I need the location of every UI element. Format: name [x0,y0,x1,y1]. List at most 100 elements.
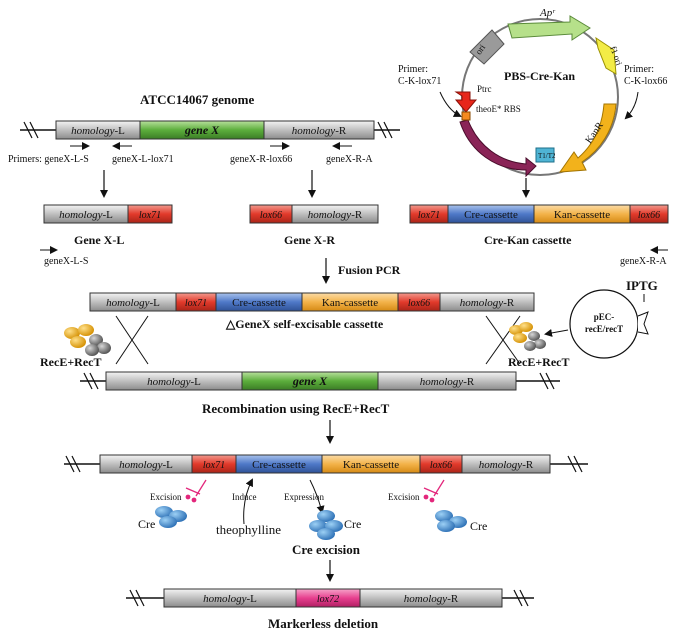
svg-text:homology-R: homology-R [479,459,534,471]
excision-label-right: Excision [388,492,420,502]
genex-l-s-label: geneX-L-S [44,256,88,267]
primer-left-line1: Primer: [398,64,428,75]
rec-proteins-left [64,324,111,356]
svg-text:gene X: gene X [292,374,328,388]
svg-text:lox66: lox66 [430,460,452,471]
lox71-label: lox71 [139,210,161,221]
cre-protein-center [309,510,343,540]
rec-proteins-right [509,322,546,351]
svg-text:Kan-cassette: Kan-cassette [554,209,610,221]
genome-title: ATCC14067 genome [140,92,254,107]
arrow-induce [243,478,253,525]
pec-label-1: pEC- [594,312,615,322]
primer-right-arrow [624,91,639,120]
target-genome: homology-L gene X homology-R [80,371,560,391]
markerless-construct: homology-L lox72 homology-R [126,588,534,608]
genex-r-title: Gene X-R [284,233,335,247]
expression-label: Expression [284,492,324,502]
kanr-feature [558,103,617,173]
f1-ori-feature [595,36,617,75]
break-mark [23,121,39,139]
svg-text:lox71: lox71 [418,210,440,221]
ap-resistance-feature [507,15,591,41]
cre-protein-right [435,510,467,532]
homology-r-label: homology-R [292,125,347,137]
svg-text:Kan-cassette: Kan-cassette [322,297,378,309]
plasmid-name: PBS-Cre-Kan [504,69,575,83]
primer-l-lox71-label: geneX-L-lox71 [112,154,174,165]
svg-text:Kan-cassette: Kan-cassette [343,459,399,471]
svg-text:homology-R: homology-R [308,209,363,221]
svg-text:lox71: lox71 [185,298,207,309]
gene-x-label: gene X [184,123,220,137]
primer-r-a-label: geneX-R-A [326,154,373,165]
primer-right-line2: C-K-lox66 [624,76,667,87]
primer-left-arrow [439,91,462,117]
arrow-pec-to-rec [544,328,569,337]
svg-text:homology-L: homology-L [147,376,201,388]
svg-text:homology-L: homology-L [106,297,160,309]
primer-right-line1: Primer: [624,64,654,75]
lox66-label: lox66 [260,210,282,221]
markerless-label: Markerless deletion [268,616,379,631]
svg-text:homology-L: homology-L [59,209,113,221]
genome-construct: homology-L gene X homology-R [20,120,400,140]
theophylline-label: theophylline [216,522,281,537]
lox72-label: lox72 [317,594,339,605]
cre-excision-label: Cre excision [292,542,361,557]
self-excisable-cassette: homology-L lox71 Cre-cassette Kan-casset… [89,292,535,312]
homology-r-block [263,120,375,140]
scissors-icon-left [185,479,207,503]
excision-label-left: Excision [150,492,182,502]
rbs-label: theoE* RBS [476,104,521,114]
crossover-left [115,315,149,365]
induce-label: Induce [232,492,257,502]
genex-r-fragment: lox66 homology-R [249,204,379,224]
ap-label: Apʳ [539,7,556,19]
rec-label-left: RecE+RecT [40,355,101,369]
break-mark [377,121,393,139]
cre-label-right: Cre [470,519,487,533]
crossover-right [485,315,521,365]
svg-text:Cre-cassette: Cre-cassette [232,297,286,309]
t1t2-terminator [535,147,555,163]
ori-feature [469,29,505,65]
plasmid-map: ori Apʳ f1 ori KanR T1/T2 cre Ptrc theoE… [398,7,667,178]
primer-left-line2: C-K-lox71 [398,76,441,87]
cre-protein-left [155,506,187,528]
genex-l-fragment: homology-L lox71 [43,204,173,224]
rec-label-right: RecE+RecT [508,355,569,369]
svg-text:lox66: lox66 [638,210,660,221]
t1t2-label: T1/T2 [538,152,556,160]
pec-insert-mark [637,311,649,335]
svg-text:lox66: lox66 [408,298,430,309]
svg-text:homology-L: homology-L [119,459,173,471]
ptrc-label: Ptrc [477,84,492,94]
genex-r-a-label: geneX-R-A [620,256,667,267]
svg-text:homology-R: homology-R [404,593,459,605]
rbs-feature [461,111,471,121]
svg-text:Cre-cassette: Cre-cassette [464,209,518,221]
svg-text:Cre-cassette: Cre-cassette [252,459,306,471]
arrow-expression [309,479,325,514]
scissors-icon-right [423,479,445,503]
fusion-pcr-label: Fusion PCR [338,263,401,277]
homology-l-label: homology-L [71,125,125,137]
primer-r-lox66-label: geneX-R-lox66 [230,154,292,165]
genex-l-title: Gene X-L [74,233,124,247]
cassette-title: △GeneX self-excisable cassette [225,317,384,331]
cre-label-left: Cre [138,517,155,531]
crekan-cassette: lox71 Cre-cassette Kan-cassette lox66 [409,204,669,224]
integrated-cassette: homology-L lox71 Cre-cassette Kan-casset… [64,454,588,474]
recombination-label: Recombination using RecE+RecT [202,401,390,416]
svg-text:homology-L: homology-L [203,593,257,605]
svg-text:homology-R: homology-R [420,376,475,388]
primers-label: Primers: geneX-L-S [8,154,89,165]
iptg-label: IPTG [626,278,658,293]
ptrc-promoter [454,91,478,113]
cre-gene-feature [459,119,537,178]
crekan-title: Cre-Kan cassette [484,233,572,247]
cre-label-center: Cre [344,517,361,531]
svg-text:lox71: lox71 [203,460,225,471]
